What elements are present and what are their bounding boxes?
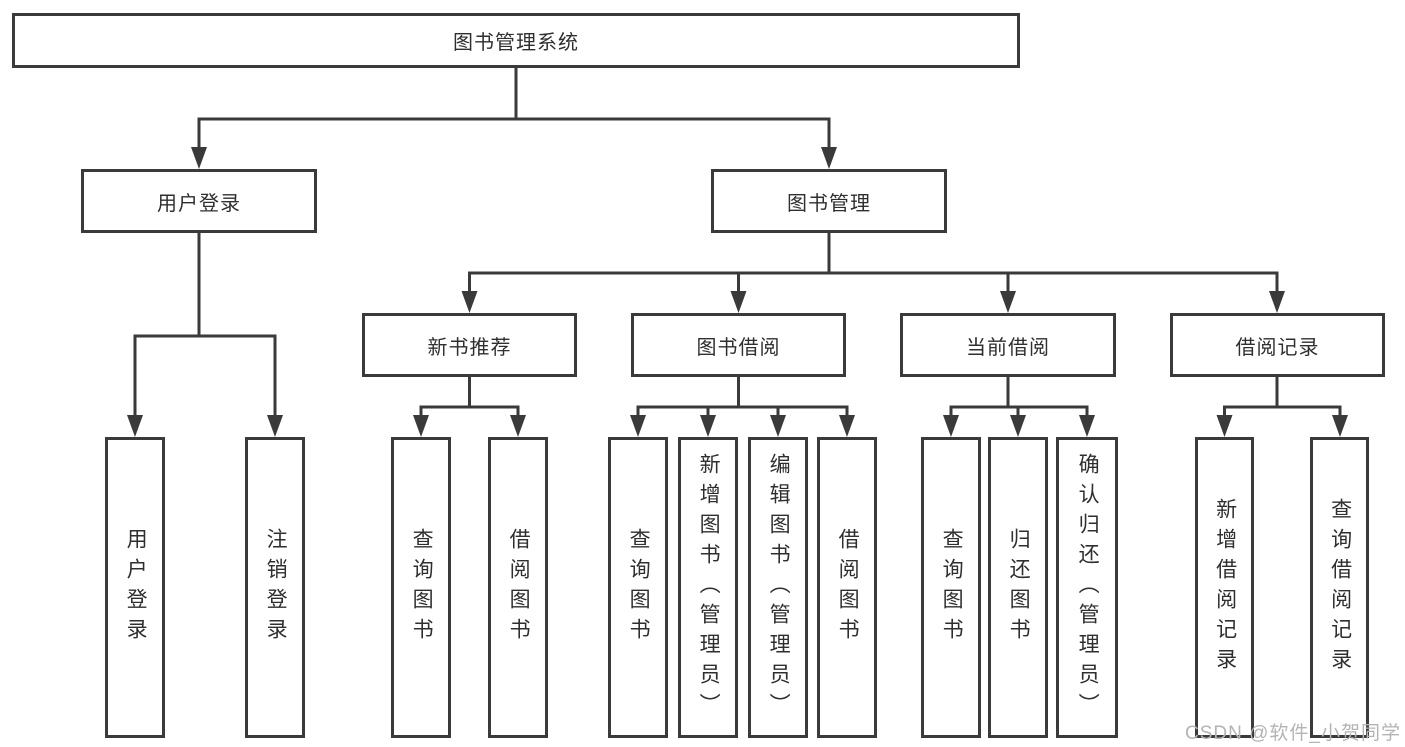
connector-book-borrowing-to-leaves: [630, 377, 855, 437]
node-borrowing-records: 借阅记录: [1170, 313, 1385, 377]
node-label: 查询借阅记录: [1328, 497, 1352, 678]
node-leaf-query-borrow-record: 查询借阅记录: [1310, 437, 1369, 738]
node-book-borrowing: 图书借阅: [631, 313, 846, 377]
node-label: 确认归还（管理员）: [1076, 452, 1100, 723]
node-label: 图书借阅: [696, 336, 781, 359]
node-label: 查询图书: [627, 527, 651, 648]
watermark-text: CSDN @软件_小贺同学: [1185, 723, 1401, 744]
node-leaf-confirm-return-admin: 确认归还（管理员）: [1056, 437, 1118, 738]
connector-root-to-level2: [191, 68, 837, 169]
node-label: 新增借阅记录: [1213, 497, 1237, 678]
node-label: 新书推荐: [427, 336, 512, 359]
node-label: 新增图书（管理员）: [697, 452, 721, 723]
node-leaf-query-books-1: 查询图书: [391, 437, 451, 738]
node-leaf-query-books-3: 查询图书: [921, 437, 981, 738]
node-label: 借阅图书: [836, 527, 860, 648]
node-book-management: 图书管理: [711, 169, 947, 233]
node-leaf-user-login: 用户登录: [105, 437, 165, 738]
node-user-login: 用户登录: [81, 169, 317, 233]
node-new-book-recommend: 新书推荐: [362, 313, 577, 377]
node-label: 注销登录: [264, 527, 288, 648]
node-leaf-return-books: 归还图书: [988, 437, 1048, 738]
node-leaf-borrow-books-1: 借阅图书: [488, 437, 548, 738]
connector-current-borrowing-to-leaves: [943, 377, 1095, 437]
node-label: 当前借阅: [966, 336, 1050, 359]
node-leaf-query-books-2: 查询图书: [608, 437, 668, 738]
node-label: 编辑图书（管理员）: [767, 452, 791, 723]
node-root: 图书管理系统: [12, 13, 1020, 68]
connector-borrowing-records-to-leaves: [1216, 377, 1348, 437]
node-leaf-add-borrow-record: 新增借阅记录: [1195, 437, 1254, 738]
node-label: 查询图书: [410, 527, 434, 648]
node-leaf-borrow-books-2: 借阅图书: [817, 437, 877, 738]
node-leaf-edit-books-admin: 编辑图书（管理员）: [748, 437, 808, 738]
node-label: 归还图书: [1007, 527, 1031, 648]
connector-book-management-to-level3: [461, 233, 1285, 313]
node-label: 借阅记录: [1235, 336, 1320, 359]
node-label: 借阅图书: [507, 527, 531, 648]
node-label: 用户登录: [124, 527, 148, 648]
connector-new-book-recommend-to-leaves: [413, 377, 526, 437]
node-leaf-logout: 注销登录: [245, 437, 305, 738]
connector-user-login-to-leaves: [127, 233, 283, 437]
node-label: 图书管理: [787, 192, 871, 215]
node-label: 用户登录: [157, 192, 241, 215]
node-current-borrowing: 当前借阅: [900, 313, 1116, 377]
node-label: 查询图书: [940, 527, 964, 648]
node-label: 图书管理系统: [453, 32, 579, 54]
node-leaf-add-books-admin: 新增图书（管理员）: [678, 437, 738, 738]
